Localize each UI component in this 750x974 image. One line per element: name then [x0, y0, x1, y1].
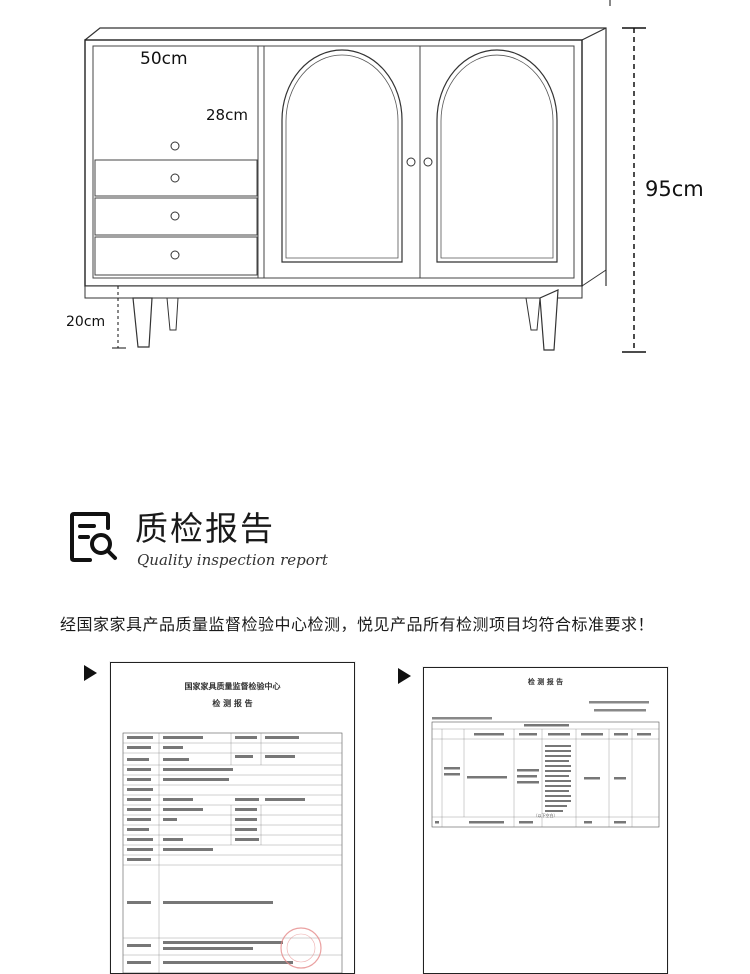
- report-1-header: 国家家具质量监督检验中心: [184, 681, 281, 691]
- report-1-table: [122, 732, 343, 973]
- report-2-table: [431, 701, 660, 828]
- section-title: 质检报告: [135, 509, 275, 548]
- leg-height-label: 20cm: [66, 314, 106, 330]
- cabinet-dimension-diagram: [84, 0, 646, 353]
- drawer-width-label: 50cm: [140, 49, 188, 69]
- play-triangle-icon: [398, 668, 411, 684]
- report-search-icon: [70, 512, 117, 562]
- inspection-report-page-2: 检 测 报 告 （以: [423, 667, 668, 974]
- inspection-statement: 经国家家具产品质量监督检验中心检测，悦见产品所有检测项目均符合标准要求！: [60, 615, 655, 634]
- report-2-footer: （以下空白）: [533, 813, 558, 818]
- section-subtitle: Quality inspection report: [137, 551, 328, 569]
- report-2-title: 检 测 报 告: [527, 677, 564, 686]
- inspection-report-page-1: 国家家具质量监督检验中心 检 测 报 告: [110, 662, 355, 974]
- report-1-title: 检 测 报 告: [212, 698, 253, 708]
- drawer-height-label: 28cm: [206, 106, 248, 124]
- total-height-label: 95cm: [645, 177, 704, 201]
- play-triangle-icon: [84, 665, 97, 681]
